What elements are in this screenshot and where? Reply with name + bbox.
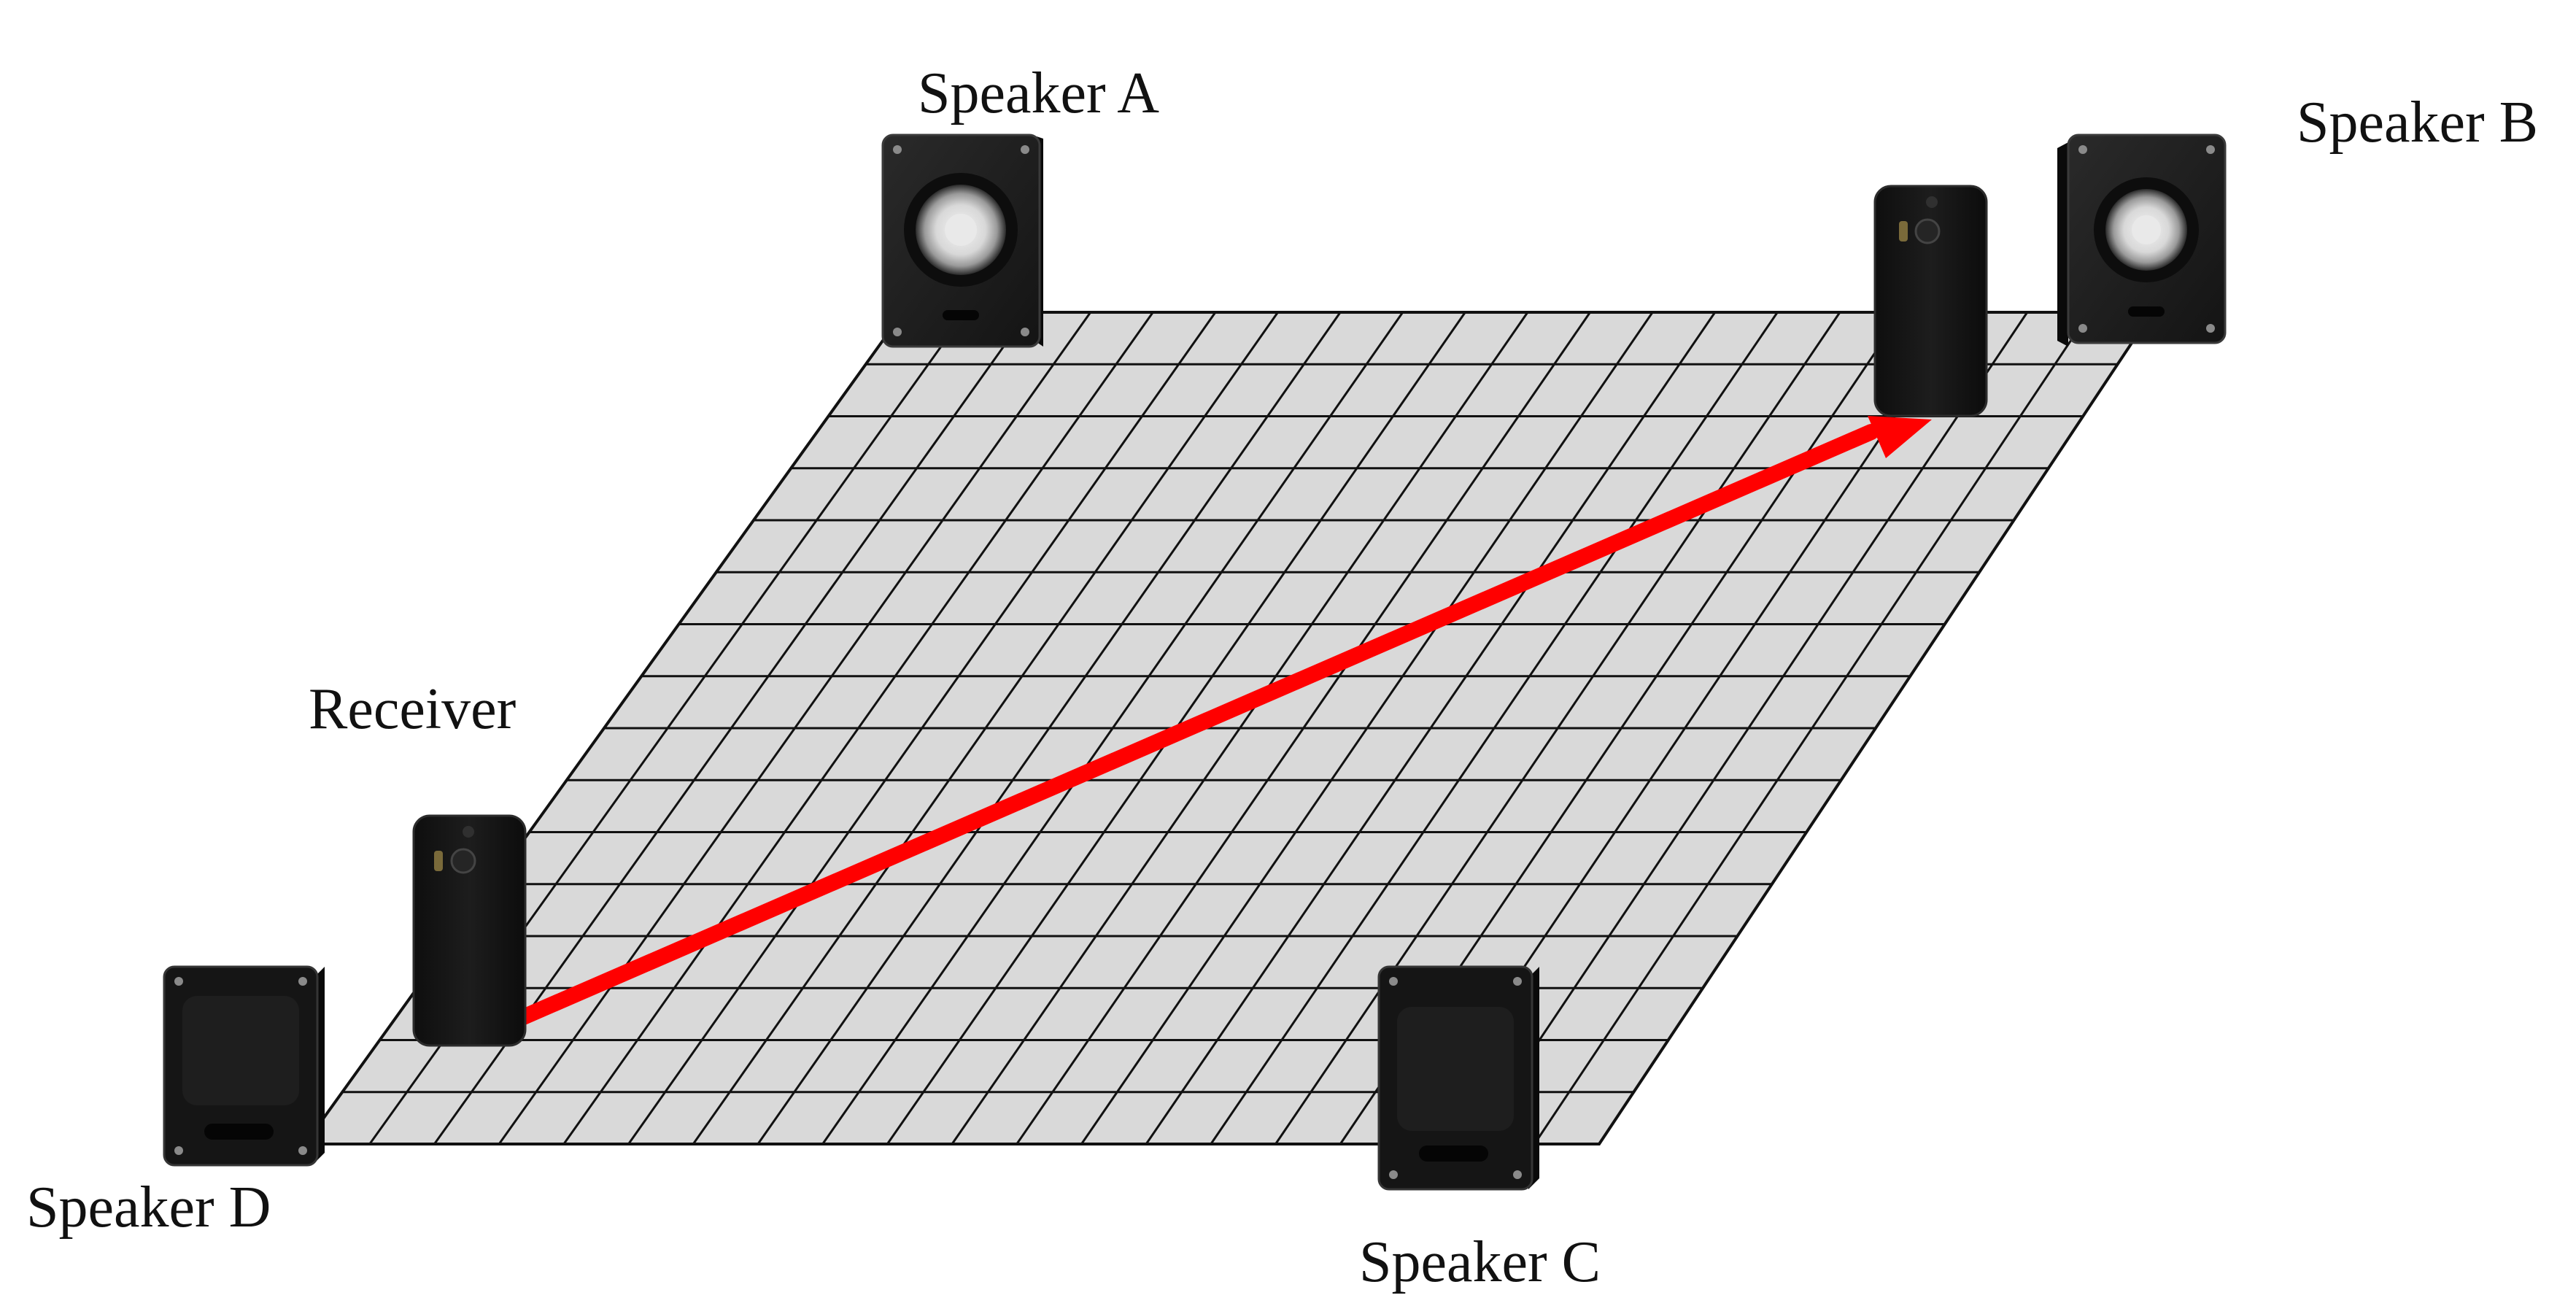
speaker-a-label: Speaker A (918, 61, 1160, 125)
speaker-a-icon (881, 134, 1043, 348)
phone-end-icon (1873, 185, 1988, 417)
receiver-label: Receiver (309, 677, 517, 741)
phone-start-icon (412, 814, 527, 1047)
speaker-c-label: Speaker C (1359, 1230, 1601, 1294)
speaker-c-icon (1377, 965, 1539, 1191)
speaker-b-label: Speaker B (2297, 90, 2539, 155)
speaker-d-label: Speaker D (26, 1175, 271, 1240)
speaker-d-icon (163, 965, 325, 1167)
speaker-b-icon (2057, 134, 2227, 347)
arrow-head-icon (1868, 416, 1932, 458)
movement-path (514, 416, 1932, 1026)
